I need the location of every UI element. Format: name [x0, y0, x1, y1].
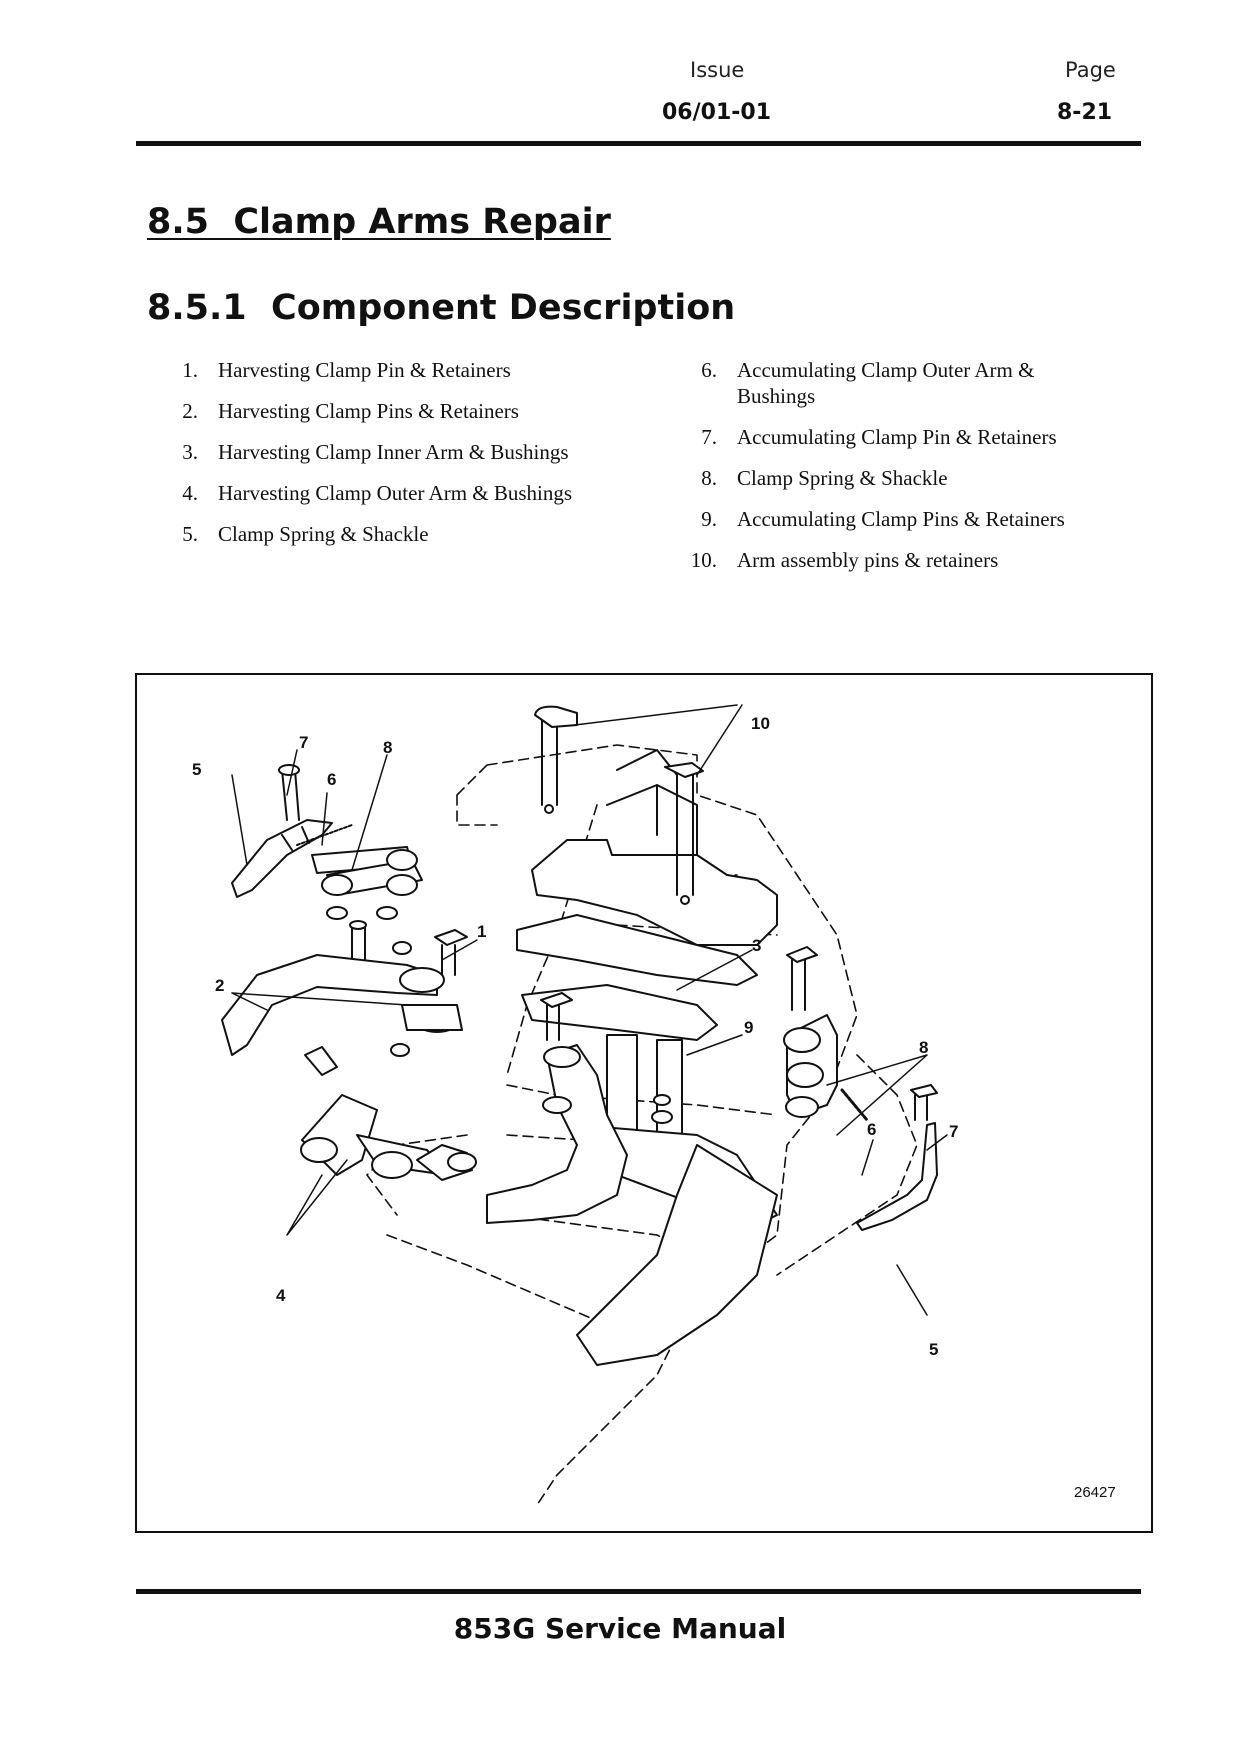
- clamp-spring-assembly-right: [783, 946, 938, 1231]
- list-item-number: 1.: [182, 358, 198, 382]
- list-item-text: Harvesting Clamp Outer Arm & Bushings: [218, 481, 573, 505]
- subsection-title: 8.5.1 Component Description: [147, 288, 736, 328]
- list-item-number: 10.: [690, 548, 717, 572]
- exploded-view-figure: 10 7 8 5 6 1 2 3 9 8 6 7 4 5 26427: [135, 673, 1153, 1533]
- section-title: 8.5 Clamp Arms Repair: [147, 202, 611, 242]
- list-item-number: 8.: [701, 466, 717, 490]
- component-list-right: 6. Accumulating Clamp Outer Arm & Bushing…: [685, 357, 1115, 588]
- list-item-number: 5.: [182, 522, 198, 546]
- header-rule: [136, 141, 1141, 146]
- component-list-left: 1. Harvesting Clamp Pin & Retainers 2. Har…: [160, 357, 660, 562]
- list-item-number: 3.: [182, 440, 198, 464]
- list-item: 4. Harvesting Clamp Outer Arm & Bushings: [160, 480, 660, 506]
- page-label: Page: [1065, 58, 1116, 82]
- list-item-text: Harvesting Clamp Pin & Retainers: [218, 358, 511, 382]
- callout-7-right: 7: [949, 1122, 958, 1141]
- list-item-text: Harvesting Clamp Pins & Retainers: [218, 399, 519, 423]
- list-item-text: Clamp Spring & Shackle: [218, 522, 429, 546]
- list-item-text: Accumulating Clamp Outer Arm & Bushings: [737, 358, 1035, 408]
- issue-date: 06/01-01: [662, 100, 772, 125]
- list-item-text: Arm assembly pins & retainers: [737, 548, 999, 572]
- list-item: 7. Accumulating Clamp Pin & Retainers: [685, 424, 1115, 450]
- manual-title-footer: 853G Service Manual: [453, 1612, 787, 1645]
- callout-3: 3: [752, 936, 761, 955]
- list-item-text: Harvesting Clamp Inner Arm & Bushings: [218, 440, 569, 464]
- callout-5-right: 5: [929, 1340, 938, 1359]
- list-item-number: 2.: [182, 399, 198, 423]
- callout-9: 9: [744, 1018, 753, 1037]
- list-item-text: Clamp Spring & Shackle: [737, 466, 948, 490]
- list-item: 9. Accumulating Clamp Pins & Retainers: [685, 506, 1115, 532]
- accumulating-clamp-arm-center: [486, 992, 673, 1224]
- callout-5-left: 5: [192, 760, 201, 779]
- list-item: 2. Harvesting Clamp Pins & Retainers: [160, 398, 660, 424]
- list-item-text: Accumulating Clamp Pins & Retainers: [737, 507, 1065, 531]
- callout-leaders: [231, 704, 948, 1316]
- callout-8-left: 8: [383, 738, 392, 757]
- exploded-view-drawing: 10 7 8 5 6 1 2 3 9 8 6 7 4 5 26427: [192, 704, 1116, 1506]
- issue-label: Issue: [690, 58, 745, 82]
- harvesting-clamp-outer-arm: [300, 1046, 477, 1181]
- list-item: 5. Clamp Spring & Shackle: [160, 521, 660, 547]
- list-item-text: Accumulating Clamp Pin & Retainers: [737, 425, 1057, 449]
- list-item: 6. Accumulating Clamp Outer Arm & Bushing…: [685, 357, 1115, 409]
- page-number: 8-21: [1057, 100, 1113, 125]
- footer-rule: [136, 1589, 1141, 1594]
- list-item-number: 6.: [701, 358, 717, 382]
- callout-2: 2: [215, 976, 224, 995]
- arm-assembly-pins: [534, 705, 704, 905]
- clamp-spring-assembly-left: [231, 764, 423, 961]
- callout-1: 1: [477, 922, 486, 941]
- harvesting-clamp-inner-arm: [221, 929, 468, 1057]
- list-item: 10. Arm assembly pins & retainers: [685, 547, 1115, 573]
- list-item-number: 7.: [701, 425, 717, 449]
- list-item: 1. Harvesting Clamp Pin & Retainers: [160, 357, 660, 383]
- list-item-number: 9.: [701, 507, 717, 531]
- callout-6-left: 6: [327, 770, 336, 789]
- list-item: 3. Harvesting Clamp Inner Arm & Bushings: [160, 439, 660, 465]
- callout-4: 4: [276, 1286, 286, 1305]
- callout-7-left: 7: [299, 733, 308, 752]
- list-item: 8. Clamp Spring & Shackle: [685, 465, 1115, 491]
- callout-6-right: 6: [867, 1120, 876, 1139]
- callout-8-right: 8: [919, 1038, 928, 1057]
- list-item-number: 4.: [182, 481, 198, 505]
- callout-10: 10: [751, 714, 770, 733]
- figure-number: 26427: [1074, 1484, 1116, 1501]
